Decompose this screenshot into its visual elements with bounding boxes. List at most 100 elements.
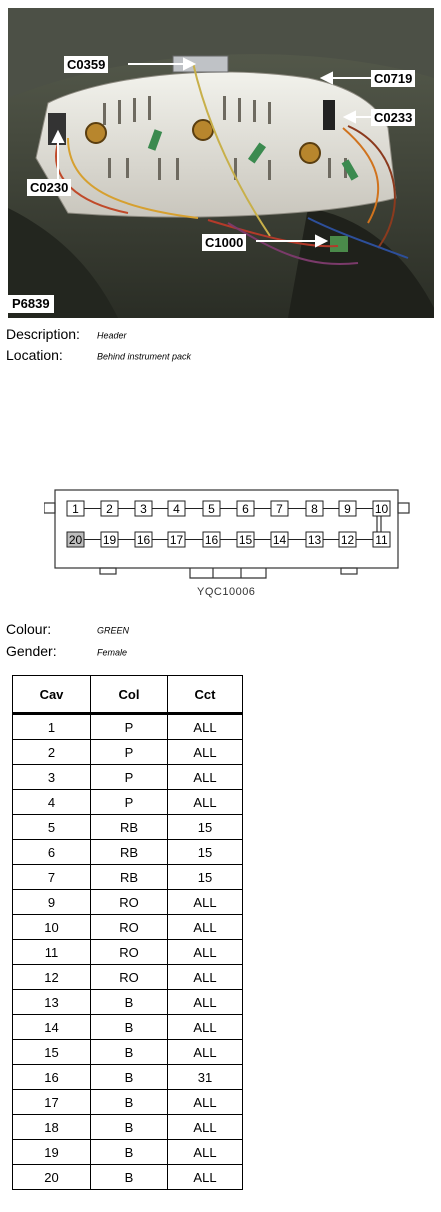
cell-cav: 16 — [12, 1064, 91, 1090]
colour-line: Colour: GREEN — [6, 620, 129, 639]
cell-cav: 5 — [12, 814, 91, 840]
cell-cav: 14 — [12, 1014, 91, 1040]
location-value: Behind instrument pack — [97, 351, 192, 362]
pin-number-label: 7 — [276, 502, 283, 516]
pin-number-label: 19 — [103, 533, 117, 547]
pin-number-label: 2 — [106, 502, 113, 516]
cell-col: RO — [90, 939, 168, 965]
pin-number-label: 9 — [344, 502, 351, 516]
cell-col: P — [90, 713, 168, 740]
cell-cct: ALL — [167, 1164, 243, 1190]
description-label: Description: — [6, 326, 80, 342]
cell-cav: 7 — [12, 864, 91, 890]
header-cav: Cav — [12, 675, 91, 715]
cell-col: B — [90, 1039, 168, 1065]
cell-cct: ALL — [167, 1089, 243, 1115]
cell-col: P — [90, 764, 168, 790]
cell-cav: 15 — [12, 1039, 91, 1065]
cell-cct: ALL — [167, 1139, 243, 1165]
cell-col: P — [90, 789, 168, 815]
pin-number-label: 5 — [208, 502, 215, 516]
cell-cct: ALL — [167, 1114, 243, 1140]
cell-cct: ALL — [167, 964, 243, 990]
cell-cct: ALL — [167, 1014, 243, 1040]
cell-cav: 10 — [12, 914, 91, 940]
cell-cct: 15 — [167, 839, 243, 865]
pin-number-label: 20 — [69, 533, 83, 547]
connector-location-photo: C0359 C0719 C0233 C0230 C1000 P6839 — [8, 8, 434, 318]
cell-cav: 20 — [12, 1164, 91, 1190]
cell-col: RO — [90, 914, 168, 940]
pin-number-label: 8 — [311, 502, 318, 516]
cell-cav: 12 — [12, 964, 91, 990]
instrument-pack-illustration — [8, 8, 434, 318]
cell-col: B — [90, 1114, 168, 1140]
cell-cav: 9 — [12, 889, 91, 915]
cell-cct: ALL — [167, 789, 243, 815]
pin-number-label: 15 — [239, 533, 253, 547]
cell-cct: 31 — [167, 1064, 243, 1090]
cell-cav: 17 — [12, 1089, 91, 1115]
header-col: Col — [90, 675, 168, 715]
gender-label: Gender: — [6, 643, 57, 659]
pin-number-label: 12 — [341, 533, 355, 547]
pin-number-label: 11 — [375, 533, 388, 547]
pin-cavity — [372, 500, 391, 517]
cell-cct: ALL — [167, 713, 243, 740]
cell-col: B — [90, 1164, 168, 1190]
callout-c0230: C0230 — [27, 179, 72, 196]
cell-cav: 11 — [12, 939, 91, 965]
cell-cct: ALL — [167, 739, 243, 765]
cell-cct: 15 — [167, 814, 243, 840]
callout-c0233: C0233 — [371, 109, 416, 126]
cell-cav: 1 — [12, 713, 91, 740]
gender-value: Female — [97, 647, 128, 658]
pin-number-label: 4 — [173, 502, 180, 516]
pin-number-label: 13 — [308, 533, 322, 547]
callout-c0719: C0719 — [371, 70, 416, 87]
cell-col: RB — [90, 864, 168, 890]
pin-cavity — [372, 531, 391, 548]
colour-value: GREEN — [97, 625, 130, 636]
colour-label: Colour: — [6, 621, 52, 637]
callout-c1000: C1000 — [202, 234, 247, 251]
pin-number-label: 16 — [137, 533, 151, 547]
pin-number-label: 1 — [72, 502, 79, 516]
pin-number-label: 6 — [242, 502, 249, 516]
cell-cct: ALL — [167, 1039, 243, 1065]
cell-cct: ALL — [167, 939, 243, 965]
callout-c0359: C0359 — [64, 56, 109, 73]
location-line: Location: Behind instrument pack — [6, 346, 191, 365]
cell-col: RB — [90, 814, 168, 840]
pin-number-label: 3 — [140, 502, 147, 516]
location-label: Location: — [6, 347, 63, 363]
pin-number-label: 14 — [273, 533, 287, 547]
cell-col: RO — [90, 889, 168, 915]
header-cct: Cct — [167, 675, 243, 715]
pin-number-label: 16 — [205, 533, 219, 547]
cell-col: P — [90, 739, 168, 765]
cell-col: RO — [90, 964, 168, 990]
cell-cav: 6 — [12, 839, 91, 865]
cell-cct: ALL — [167, 764, 243, 790]
cell-cav: 3 — [12, 764, 91, 790]
cell-cct: ALL — [167, 914, 243, 940]
